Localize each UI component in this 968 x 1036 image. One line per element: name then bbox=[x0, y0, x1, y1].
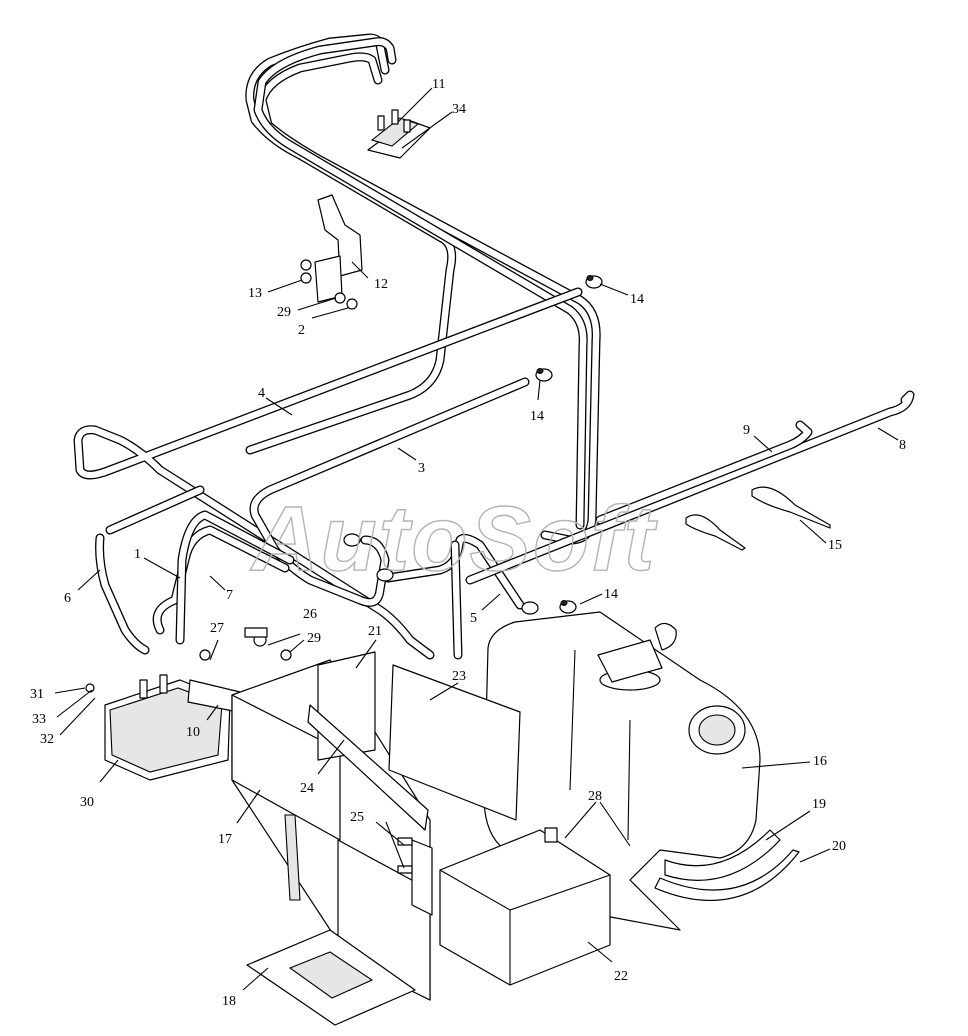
callout-7: 7 bbox=[226, 588, 233, 603]
callout-32: 32 bbox=[40, 732, 54, 747]
callout-14-lower: 14 bbox=[604, 587, 618, 602]
callout-18: 18 bbox=[222, 994, 236, 1009]
plate-23 bbox=[388, 664, 521, 821]
valve-block bbox=[367, 109, 431, 159]
callout-16: 16 bbox=[813, 754, 827, 769]
callout-23: 23 bbox=[452, 669, 466, 684]
pipe-8-9 bbox=[465, 390, 915, 585]
tray-22 bbox=[439, 827, 611, 986]
pipe-5 bbox=[383, 533, 525, 660]
bracket-12 bbox=[300, 194, 363, 310]
callout-29-top: 29 bbox=[277, 305, 291, 320]
callout-3: 3 bbox=[418, 461, 425, 476]
callout-11: 11 bbox=[432, 77, 445, 92]
callout-13: 13 bbox=[248, 286, 262, 301]
callout-27: 27 bbox=[210, 621, 224, 636]
callout-10: 10 bbox=[186, 725, 200, 740]
callout-33: 33 bbox=[32, 712, 46, 727]
callout-6: 6 bbox=[64, 591, 71, 606]
filter-housing bbox=[85, 627, 292, 781]
callout-8: 8 bbox=[899, 438, 906, 453]
callout-26: 26 bbox=[303, 607, 317, 622]
callout-30: 30 bbox=[80, 795, 94, 810]
callout-20: 20 bbox=[832, 839, 846, 854]
callout-9: 9 bbox=[743, 423, 750, 438]
hose-clamp-extra bbox=[343, 533, 539, 615]
pipe-3 bbox=[249, 377, 530, 607]
callout-12: 12 bbox=[374, 277, 388, 292]
watermark: AutoSoft bbox=[250, 488, 658, 590]
callout-31: 31 bbox=[30, 687, 44, 702]
callout-25: 25 bbox=[350, 810, 364, 825]
upper-fuel-line bbox=[245, 33, 601, 545]
callout-34: 34 bbox=[452, 102, 466, 117]
pipe-4 bbox=[73, 287, 583, 660]
callout-29-lower: 29 bbox=[307, 631, 321, 646]
callout-28: 28 bbox=[588, 789, 602, 804]
callout-22: 22 bbox=[614, 969, 628, 984]
callout-labels: 11 34 12 13 29 2 14 14 4 3 9 8 15 1 6 7 … bbox=[30, 77, 906, 1009]
callout-2: 2 bbox=[298, 323, 305, 338]
callout-14-middle: 14 bbox=[530, 409, 544, 424]
plate-18 bbox=[246, 929, 416, 1026]
hose-clamp-14b bbox=[535, 368, 553, 382]
pipe-6 bbox=[95, 485, 205, 655]
bracket-25 bbox=[397, 837, 433, 916]
pipe-1-7 bbox=[152, 510, 295, 645]
callout-1: 1 bbox=[134, 547, 141, 562]
callout-4: 4 bbox=[258, 386, 265, 401]
hose-clamp-14c bbox=[559, 600, 577, 614]
callout-5: 5 bbox=[470, 611, 477, 626]
hose-clamp-14a bbox=[585, 275, 603, 289]
plate-24 bbox=[307, 704, 429, 831]
pipe-group bbox=[73, 33, 915, 660]
callout-21: 21 bbox=[368, 624, 382, 639]
clip-15 bbox=[685, 486, 831, 551]
callout-14-top: 14 bbox=[630, 292, 644, 307]
leader-lines bbox=[54, 87, 899, 991]
callout-19: 19 bbox=[812, 797, 826, 812]
callout-17: 17 bbox=[218, 832, 232, 847]
callout-15: 15 bbox=[828, 538, 842, 553]
callout-24: 24 bbox=[300, 781, 314, 796]
strap-19-20 bbox=[654, 829, 800, 901]
